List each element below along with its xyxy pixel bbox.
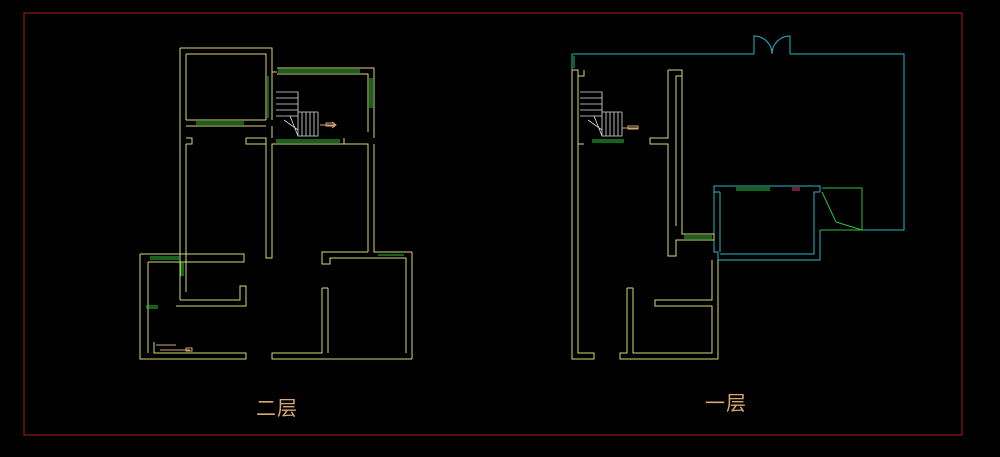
upper-floor-label: 二层	[256, 396, 298, 420]
lower-floor-plan	[571, 35, 905, 360]
upper-floor-plan	[139, 47, 413, 360]
lower-floor-label: 一层	[705, 391, 747, 415]
drawing-frame	[23, 12, 963, 436]
